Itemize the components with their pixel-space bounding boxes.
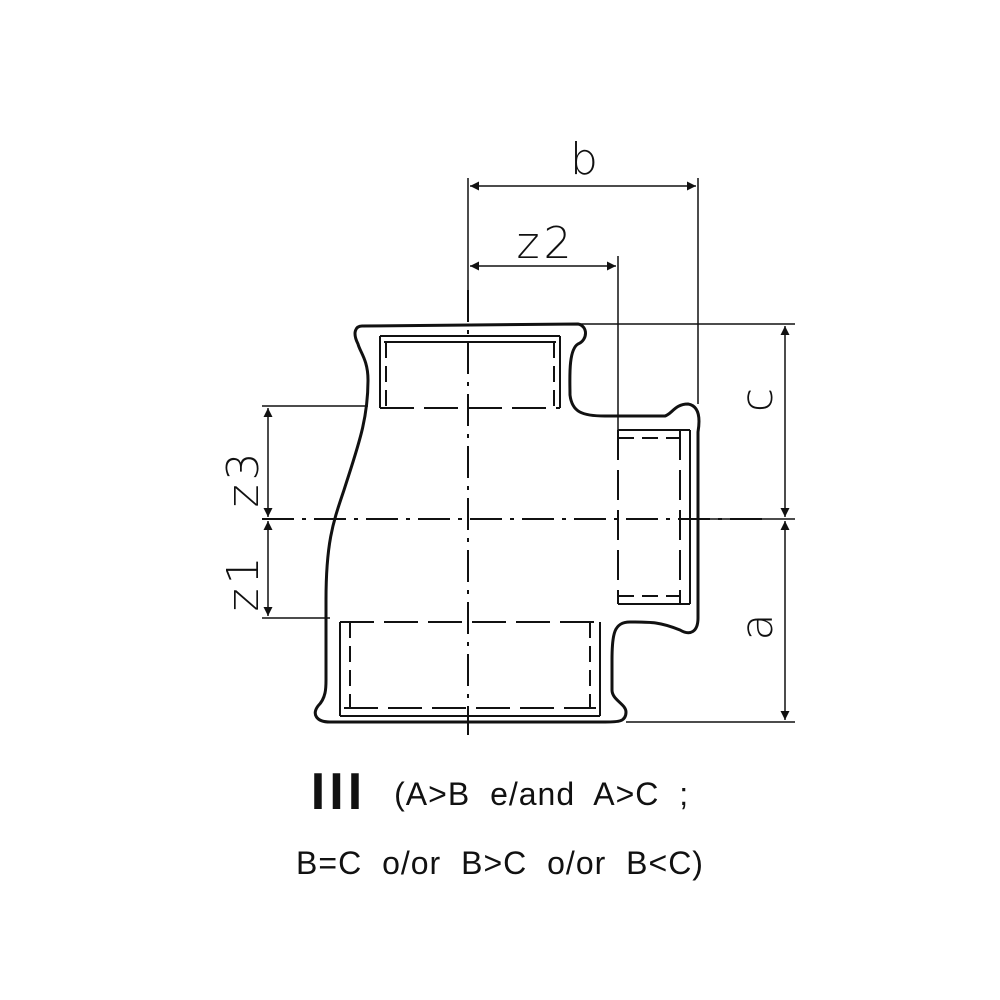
- label-c: c: [732, 388, 783, 412]
- label-z1: z1: [218, 552, 269, 611]
- caption-line-1: III (A>B e/and A>C ;: [0, 762, 1000, 822]
- label-b: b: [570, 134, 598, 185]
- type-numeral: III: [310, 763, 367, 821]
- extension-lines: [262, 178, 795, 723]
- label-z2: z2: [516, 218, 575, 269]
- bottom-socket-thread: [339, 621, 601, 717]
- side-socket-thread: [617, 429, 691, 605]
- label-a: a: [732, 614, 783, 641]
- label-z3: z3: [218, 448, 269, 507]
- caption-condition-2: B=C o/or B>C o/or B<C): [296, 845, 704, 881]
- tee-outline: [313, 322, 701, 724]
- top-socket-thread: [379, 335, 561, 409]
- caption-line-2: B=C o/or B>C o/or B<C): [0, 845, 1000, 882]
- dimension-lines: [263, 181, 790, 720]
- caption-condition-1: (A>B e/and A>C ;: [394, 776, 690, 812]
